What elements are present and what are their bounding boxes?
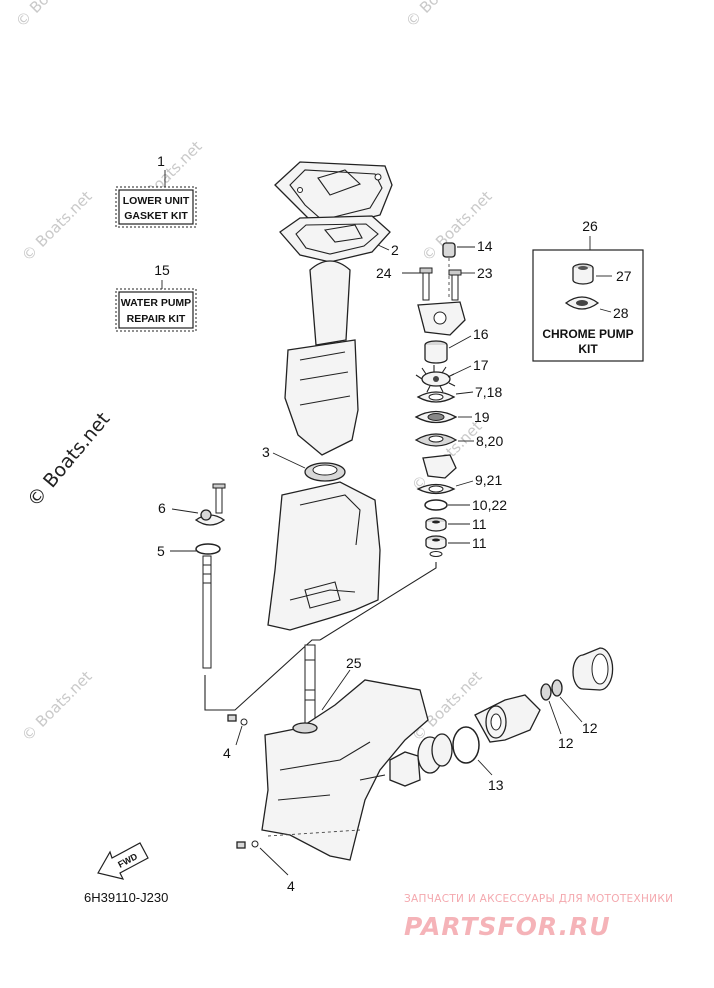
callout-13: 13 — [488, 777, 504, 793]
callout-number: 15 — [154, 262, 170, 278]
drain-plug-lower — [236, 840, 259, 849]
shift-rod-cap — [194, 483, 226, 526]
pump-case-plate — [414, 433, 458, 447]
callout-11a: 11 — [472, 516, 487, 532]
kit-label-line2: REPAIR KIT — [127, 313, 186, 325]
gasket-2 — [279, 215, 391, 263]
callout-14: 14 — [477, 238, 493, 254]
diagram-code: 6H39110-J230 — [84, 890, 168, 905]
oil-seal-lower — [425, 535, 447, 550]
kit-label-line2: GASKET KIT — [124, 210, 188, 222]
kit-label-line1: LOWER UNIT — [123, 195, 190, 207]
fwd-arrow: FWD — [97, 842, 149, 880]
seal-3 — [304, 462, 346, 482]
o-ring-5 — [195, 543, 221, 555]
callout-12a: 12 — [558, 735, 574, 751]
oil-seal-upper — [425, 517, 447, 532]
o-ring-13 — [452, 726, 480, 764]
bearing-seals-12 — [540, 679, 563, 701]
callout-7-18: 7,18 — [475, 384, 502, 400]
lower-unit-gasket-kit: 1 LOWER UNIT GASKET KIT — [115, 153, 197, 228]
drain-plug-upper — [227, 714, 248, 726]
callout-24: 24 — [376, 265, 392, 281]
callout-28: 28 — [613, 305, 629, 321]
callout-12b: 12 — [582, 720, 598, 736]
watermark: © Boats.net — [402, 0, 480, 31]
water-pump-repair-kit: 15 WATER PUMP REPAIR KIT — [115, 262, 197, 332]
callout-10-22: 10,22 — [472, 497, 507, 513]
bearing-housing — [474, 694, 541, 743]
chrome-pump-housing — [572, 263, 594, 285]
shop-brand: PARTSFOR.RU — [404, 912, 611, 941]
shift-rod — [202, 555, 212, 669]
callout-number: 1 — [157, 153, 165, 169]
lower-case — [261, 644, 429, 861]
watermark-main: © Boats.net — [23, 408, 114, 511]
callout-3: 3 — [262, 444, 270, 460]
exhaust-housing — [284, 260, 359, 456]
shop-tagline: ЗАПЧАСТИ И АКСЕССУАРЫ ДЛЯ МОТОТЕХНИКИ — [404, 893, 673, 905]
callout-19: 19 — [474, 409, 490, 425]
watermark-layer: © Boats.net © Boats.net © Boats.net © Bo… — [12, 0, 496, 745]
callout-27: 27 — [616, 268, 632, 284]
callout-number: 26 — [582, 218, 598, 234]
kit-label-line2: KIT — [578, 342, 598, 356]
callout-2: 2 — [391, 242, 399, 258]
chrome-pump-plate — [564, 296, 600, 310]
chrome-pump-kit: 26 27 28 CHROME PUMP KIT — [532, 218, 644, 362]
callout-25: 25 — [346, 655, 362, 671]
callout-17: 17 — [473, 357, 489, 373]
callout-4b: 4 — [287, 878, 295, 894]
kit-label-line1: WATER PUMP — [121, 297, 191, 309]
watermark: © Boats.net — [12, 0, 90, 31]
callout-5: 5 — [157, 543, 165, 559]
impeller — [415, 365, 456, 393]
callout-23: 23 — [477, 265, 493, 281]
watermark: © Boats.net — [18, 187, 96, 265]
callout-4a: 4 — [223, 745, 231, 761]
callout-9-21: 9,21 — [475, 472, 502, 488]
callout-8-20: 8,20 — [476, 433, 503, 449]
propeller-shaft-gears — [389, 733, 453, 787]
upper-casing-gasket — [274, 161, 393, 231]
outer-plate-cartridge — [414, 410, 458, 424]
kit-label-line1: CHROME PUMP — [542, 327, 633, 341]
watermark: © Boats.net — [18, 667, 96, 745]
pump-gasket — [416, 391, 456, 403]
upper-casing — [267, 481, 381, 631]
water-pump-stack: 14 24 23 16 17 7,18 — [319, 238, 507, 641]
callout-16: 16 — [473, 326, 489, 342]
callout-6: 6 — [158, 500, 166, 516]
cap-ring — [572, 647, 614, 691]
callout-11b: 11 — [472, 535, 487, 551]
pump-gasket-lower — [416, 483, 456, 495]
